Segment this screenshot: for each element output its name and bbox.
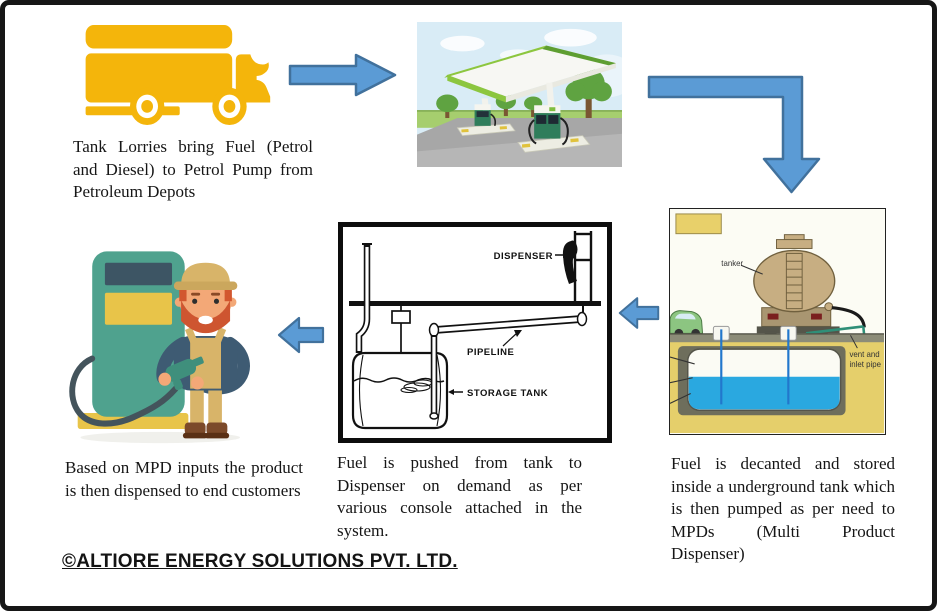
cap [181,262,231,286]
beard [181,300,231,334]
pipeline-diagram-art: DISPENSER [343,227,607,438]
cap-brim [173,281,238,290]
pump-panel [104,292,173,325]
boot [184,422,206,435]
canopy [444,45,616,103]
flow-arrow-right-icon [288,53,397,97]
truck-cab [235,54,271,103]
fuel-island-far [456,104,516,137]
caption-step3: Fuel is pushed from tank to Dispenser on… [337,453,582,540]
ground [670,333,884,343]
fuel-island-near [517,105,591,153]
dispenser-label: DISPENSER [494,251,553,262]
vent-pipe [355,243,372,353]
truck-wheel [212,87,247,125]
truck-cargo-box [85,53,233,103]
pipeline-label: PIPELINE [467,347,514,358]
fuel-pump [69,251,189,430]
vent-inlet-label: vent and [849,350,879,359]
hair [179,287,187,302]
legend-box [675,213,722,235]
vent-inlet-label: inlet pipe [849,360,881,369]
hand [191,376,204,390]
ground-line [349,301,601,306]
flow-arrow-left-icon [618,297,660,329]
fuel-level [688,376,840,410]
petrol-station-illustration [417,22,622,167]
attendant-pump-illustration [69,251,250,444]
smile [198,315,213,325]
underground-tank-diagram: tanker vent and inlet pipe [669,208,886,435]
cloud [440,35,485,52]
tanker-truck [753,234,840,338]
pump-hose [69,355,179,427]
leg [190,386,204,429]
tanker-label: tanker [721,259,743,268]
delivery-hose [831,306,866,328]
copyright-text: ©ALTIORE ENERGY SOLUTIONS PVT. LTD. [62,551,458,572]
attendant [156,262,250,439]
boot [206,422,228,435]
storage-tank-label: STORAGE TANK [467,388,548,399]
caption-step4: Based on MPD inputs the product is then … [65,458,303,500]
pipeline-pipe [434,315,582,328]
flow-arrow-left-icon [277,316,325,354]
pipeline-diagram: DISPENSER [338,222,612,443]
caption-step2: Fuel is decanted and stored inside a und… [671,454,895,563]
hair [224,287,232,302]
suction-pipe [429,335,439,420]
truck-cargo-top [85,25,233,49]
truck-wheel [129,87,165,125]
tank-diagram-art: tanker vent and inlet pipe [670,209,884,433]
leg [208,386,222,429]
caption-step1: Tank Lorries bring Fuel (Petrol and Dies… [73,137,313,201]
tank-lorry-icon [85,25,271,125]
flow-arrow-elbow-down-icon [647,75,821,194]
leader-lines [670,356,695,404]
storage-tank [351,351,449,430]
pump-display [104,262,173,286]
nozzle [562,240,578,284]
cloud [544,28,597,47]
nozzle-in-hand [165,356,204,391]
hand [158,372,172,386]
inlet-pipe [805,325,864,335]
monitor-box [391,310,411,324]
